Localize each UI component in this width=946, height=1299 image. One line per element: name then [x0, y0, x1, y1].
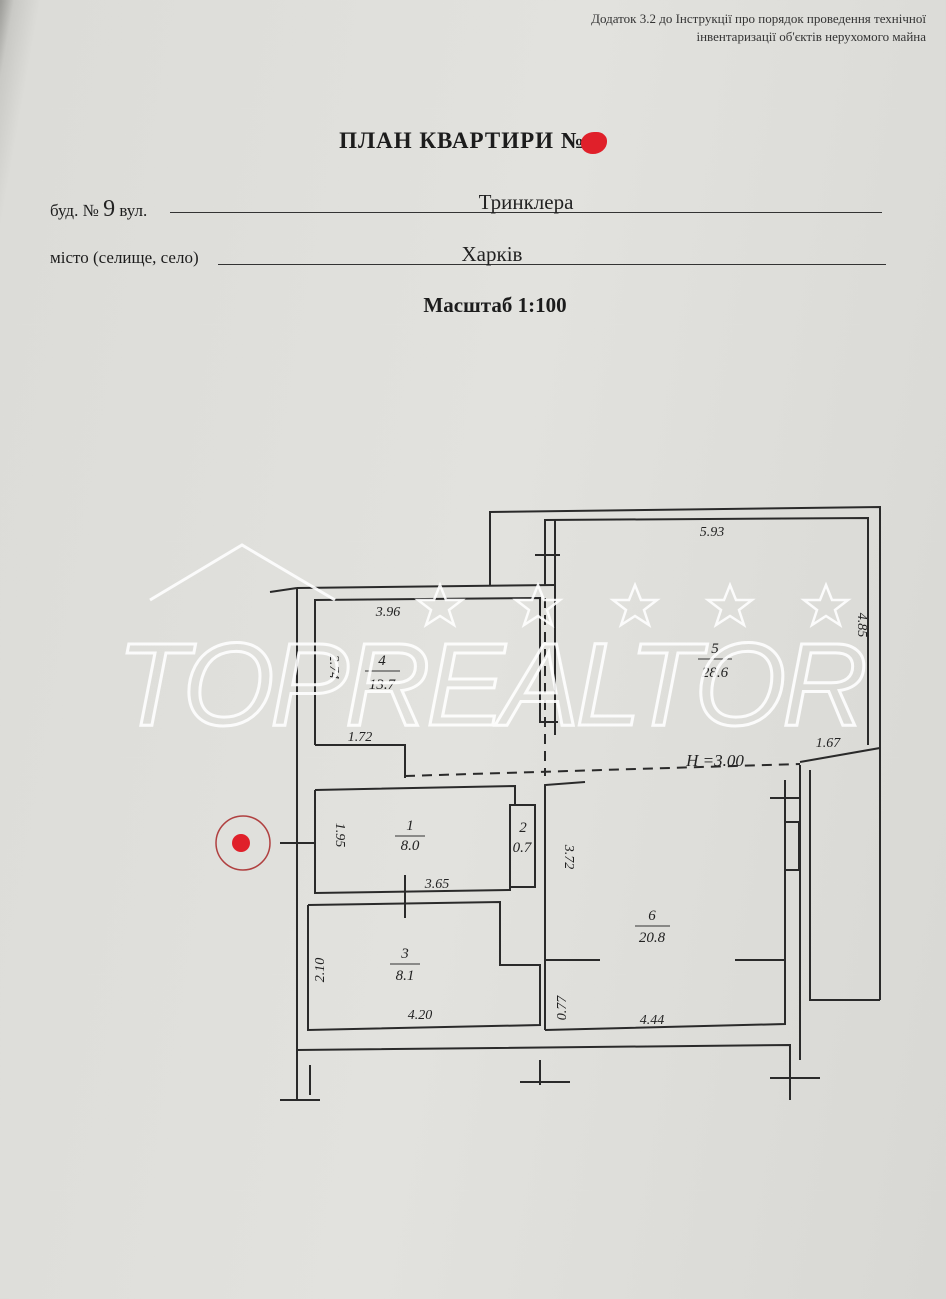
red-dot: [232, 834, 250, 852]
room-3-number: 3: [400, 946, 409, 962]
star-icon: [609, 581, 661, 628]
dim-1-72: 1.72: [348, 730, 373, 745]
room-6-number: 6: [648, 908, 656, 924]
dim-2-74: 2.74: [326, 655, 341, 680]
watermark: TOPREALTOR: [115, 543, 870, 753]
dim-1-95: 1.95: [332, 823, 347, 848]
street-field: Тринклера: [170, 190, 882, 214]
building-label-row: буд. № 9 вул.: [50, 196, 147, 223]
dim-4-85: 4.85: [854, 613, 869, 638]
dim-3-65: 3.65: [424, 877, 450, 892]
appendix-line-1: Додаток 3.2 до Інструкції про порядок пр…: [591, 11, 926, 26]
appendix-note: Додаток 3.2 до Інструкції про порядок пр…: [591, 10, 926, 46]
room-3-area: 8.1: [396, 968, 415, 984]
room-4-number: 4: [378, 653, 386, 669]
dim-0-77: 0.77: [555, 995, 570, 1021]
dim-4-44: 4.44: [640, 1013, 665, 1028]
dimensions: 5.93 4.85 3.96 2.74 1.72 1.67 H =3.00 1.…: [313, 525, 869, 1028]
page-title: ПЛАН КВАРТИРИ №: [0, 128, 946, 154]
star-icon: [414, 581, 466, 628]
room-5-area: 28.6: [702, 665, 729, 681]
dim-5-93: 5.93: [700, 525, 725, 540]
room-1-area: 8.0: [401, 838, 420, 854]
room-1-number: 1: [406, 818, 414, 834]
dim-4-20: 4.20: [408, 1008, 433, 1023]
room-6-area: 20.8: [639, 930, 666, 946]
title-text: ПЛАН КВАРТИРИ №: [339, 128, 585, 153]
star-icon: [512, 581, 564, 628]
dim-1-67: 1.67: [816, 736, 842, 751]
appendix-line-2: інвентаризації об'єктів нерухомого майна: [696, 29, 926, 44]
room-4-area: 13.7: [369, 677, 397, 693]
building-number: 9: [103, 196, 116, 222]
dim-3-96: 3.96: [375, 605, 401, 620]
room-2-number: 2: [519, 820, 527, 836]
street-value: Тринклера: [478, 190, 574, 214]
street-label: вул.: [119, 201, 148, 220]
scale-label: Масштаб 1:100: [423, 293, 567, 317]
watermark-text: TOPREALTOR: [117, 619, 865, 751]
star-icon: [704, 581, 756, 628]
dim-2-10: 2.10: [313, 958, 328, 983]
star-icon: [800, 581, 852, 628]
room-5-number: 5: [711, 641, 719, 657]
room-labels: 4 13.7 5 28.6 1 8.0 2 0.7 6 20.8 3 8.1: [369, 641, 729, 984]
marker-circle: [215, 815, 271, 871]
room-2-area: 0.7: [513, 840, 533, 856]
city-value: Харків: [461, 242, 523, 266]
city-field: Харків: [218, 242, 886, 266]
dim-3-72: 3.72: [561, 844, 576, 870]
watermark-stars: [414, 581, 852, 628]
walls: [269, 505, 881, 1101]
city-label: місто (селище, село): [50, 248, 199, 267]
building-label: буд. №: [50, 201, 99, 220]
fraction-lines: [365, 658, 732, 965]
redaction-blot: [580, 131, 607, 154]
ceiling-height: H =3.00: [685, 751, 744, 770]
